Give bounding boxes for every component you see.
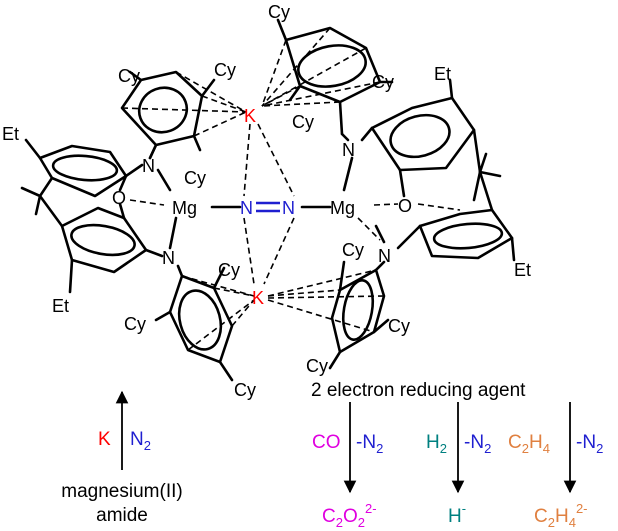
xanthene-ring-lower-right	[418, 170, 516, 262]
label-et-lower-left: Et	[52, 296, 69, 316]
label-cy-top-center: Cy	[268, 2, 290, 22]
label-cy-bottom-ring-left: Cy	[124, 314, 146, 334]
atom-labels: Cy Cy Cy Cy Cy Cy Cy Cy Cy Cy Cy Cy Et E…	[2, 2, 531, 400]
synthesis-start-line1: magnesium(II)	[61, 481, 182, 502]
label-cy-upper-right-ring: Cy	[372, 72, 394, 92]
aryl-ring-bottom-right	[328, 260, 390, 370]
label-k-bottom: K	[252, 288, 264, 308]
xanthene-ring-lower-left	[38, 194, 148, 294]
label-et-upper-right: Et	[434, 64, 451, 84]
c2h4-reagent: C2H4	[508, 432, 550, 456]
label-cy-top-ring-right: Cy	[214, 60, 236, 80]
label-mg-left: Mg	[172, 198, 197, 218]
dinitrogen-bond	[256, 201, 280, 213]
label-cy-top-ring-bottom: Cy	[184, 168, 206, 188]
h2-product: H-	[448, 501, 466, 527]
label-cy-lower-right-right: Cy	[388, 316, 410, 336]
label-n-upper-left: N	[142, 156, 155, 176]
co-minus-n2: -N2	[356, 432, 383, 456]
reactivity-panel: 2 electron reducing agent CO -N2 C2O22- …	[311, 380, 603, 530]
h2-reagent: H2	[426, 432, 447, 456]
xanthene-ring-upper-right	[370, 78, 502, 202]
label-cy-lower-right-bottom: Cy	[306, 356, 328, 376]
dashed-interactions	[121, 27, 461, 351]
label-o-left: O	[112, 188, 126, 208]
label-cy-bottom-ring-top: Cy	[218, 260, 240, 280]
synthesis-panel: K N2 magnesium(II) amide	[61, 390, 183, 526]
label-et-upper-left: Et	[2, 124, 19, 144]
aryl-ring-bottom-left	[154, 266, 234, 382]
label-mg-right: Mg	[330, 198, 355, 218]
label-cy-top-ring-left: Cy	[118, 66, 140, 86]
co-product: C2O22-	[322, 501, 377, 530]
xanthene-ring-upper-left	[20, 138, 128, 216]
reactivity-heading: 2 electron reducing agent	[311, 380, 526, 401]
synthesis-reagent-n2: N2	[130, 429, 151, 453]
label-n-upper-right: N	[342, 140, 355, 160]
c2h4-minus-n2: -N2	[576, 432, 603, 456]
label-n-lower-left: N	[162, 248, 175, 268]
label-cy-lower-right-top: Cy	[342, 240, 364, 260]
c2h4-product: C2H42-	[534, 501, 588, 530]
label-k-top: K	[244, 106, 256, 126]
label-n-lower-right: N	[378, 246, 391, 266]
label-et-lower-right: Et	[514, 260, 531, 280]
label-n2-first-n: N	[240, 198, 253, 218]
synthesis-reagent-k: K	[98, 429, 111, 450]
label-cy-bottom-ring-bottom: Cy	[234, 380, 256, 400]
label-cy-under-k-top: Cy	[292, 112, 314, 132]
h2-minus-n2: -N2	[464, 432, 491, 456]
co-reagent: CO	[312, 432, 341, 453]
synthesis-start-line2: amide	[96, 505, 148, 526]
label-o-right: O	[398, 196, 412, 216]
label-n2-second-n: N	[282, 198, 295, 218]
